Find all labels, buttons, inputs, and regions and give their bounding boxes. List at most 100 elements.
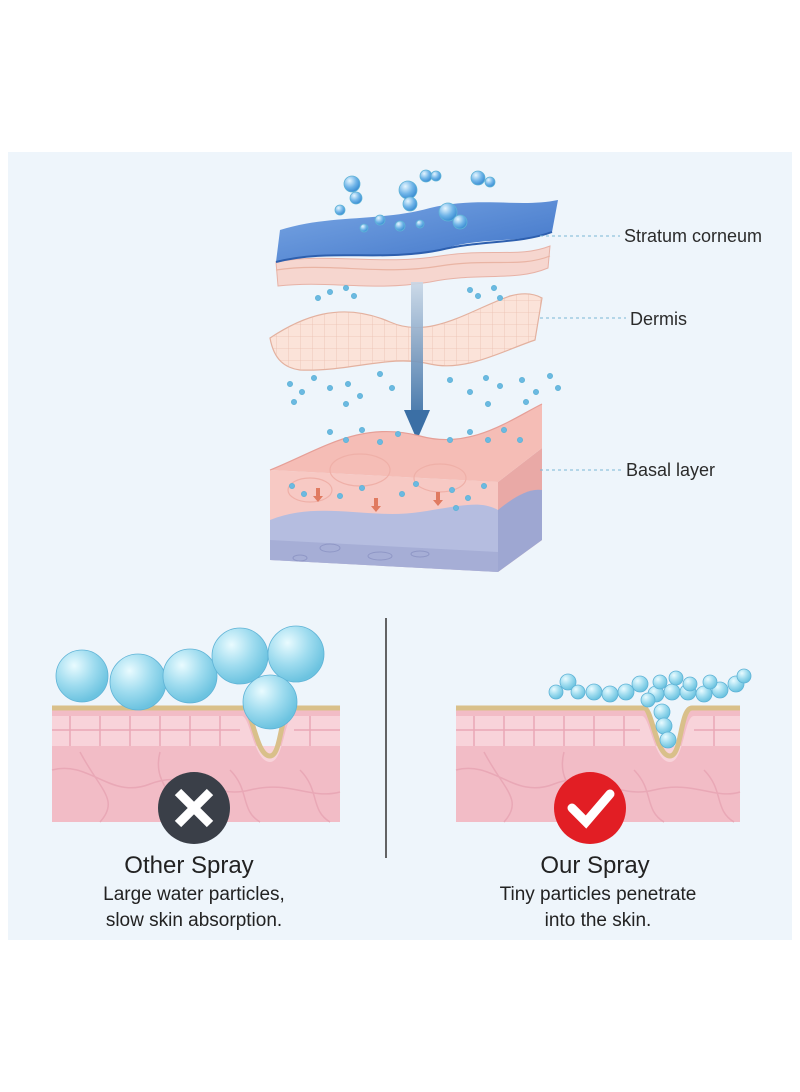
droplet	[523, 398, 530, 405]
droplet	[326, 288, 333, 295]
droplet	[288, 482, 295, 489]
penetration-arrow	[404, 282, 430, 440]
large-particle	[109, 653, 167, 711]
droplet	[376, 370, 383, 377]
droplet	[490, 284, 497, 291]
tiny-particle	[659, 731, 677, 749]
droplet	[314, 294, 321, 301]
droplet	[356, 392, 363, 399]
droplet	[547, 372, 554, 379]
stratum-corneum-layer	[275, 200, 558, 287]
droplet	[470, 170, 486, 186]
tiny-particle	[601, 685, 619, 703]
x-mark-icon	[158, 772, 230, 844]
droplet	[446, 376, 453, 383]
droplet	[496, 382, 503, 389]
droplet	[519, 376, 526, 383]
our-spray-skin	[455, 705, 741, 823]
droplet	[398, 180, 418, 200]
droplet	[342, 400, 349, 407]
tiny-particle	[585, 683, 603, 701]
droplet	[286, 380, 293, 387]
droplet	[412, 480, 419, 487]
tiny-particle	[653, 703, 671, 721]
label-stratum-corneum: Stratum corneum	[624, 226, 763, 246]
droplet	[310, 374, 317, 381]
tiny-particle	[570, 684, 586, 700]
droplet	[376, 438, 383, 445]
droplet	[415, 219, 425, 229]
droplet	[430, 170, 442, 182]
droplet	[452, 214, 468, 230]
tiny-particle	[559, 673, 577, 691]
droplet	[359, 223, 369, 233]
droplet	[555, 384, 562, 391]
droplet	[452, 504, 459, 511]
droplet	[343, 175, 361, 193]
droplet	[484, 436, 491, 443]
droplet	[336, 492, 343, 499]
droplet	[448, 486, 455, 493]
tiny-particle	[655, 717, 673, 735]
droplet	[466, 286, 473, 293]
large-particle	[267, 625, 325, 683]
label-basal-layer: Basal layer	[626, 460, 716, 480]
label-dermis: Dermis	[630, 309, 687, 329]
label-leaders	[540, 235, 626, 471]
droplet	[533, 388, 540, 395]
large-particle	[55, 649, 109, 703]
droplet	[394, 430, 401, 437]
droplet	[326, 428, 333, 435]
droplet	[290, 398, 297, 405]
tiny-particle	[736, 668, 752, 684]
tiny-particle	[548, 684, 564, 700]
droplet	[342, 436, 349, 443]
tiny-water-particles	[548, 668, 752, 749]
our-spray-desc-line2: into the skin.	[544, 910, 652, 931]
tiny-particle	[663, 683, 681, 701]
droplet	[394, 220, 406, 232]
other-spray-title: Other Spray	[124, 852, 254, 879]
droplet	[298, 388, 305, 395]
tiny-particle	[631, 675, 649, 693]
droplet	[480, 482, 487, 489]
water-droplets	[286, 169, 562, 511]
droplet	[419, 169, 433, 183]
large-particle	[211, 627, 269, 685]
droplet	[482, 374, 489, 381]
large-particle	[162, 648, 218, 704]
droplet	[466, 388, 473, 395]
droplet	[474, 292, 481, 299]
droplet	[349, 191, 363, 205]
droplet	[464, 494, 471, 501]
droplet	[344, 380, 351, 387]
droplet	[334, 204, 346, 216]
droplet	[500, 426, 507, 433]
droplet	[326, 384, 333, 391]
other-spray-desc-line2: slow skin absorption.	[105, 910, 283, 931]
droplet	[484, 400, 491, 407]
dermis-layer	[269, 293, 543, 371]
check-mark-icon	[554, 772, 626, 844]
tiny-particle	[617, 683, 635, 701]
droplet	[466, 428, 473, 435]
our-spray-desc-line1: Tiny particles penetrate	[499, 884, 697, 905]
droplet	[484, 176, 496, 188]
tiny-particle	[640, 692, 656, 708]
droplet	[342, 284, 349, 291]
basal-layer-block	[269, 403, 543, 572]
droplet	[350, 292, 357, 299]
tiny-particle	[702, 674, 718, 690]
droplet	[374, 214, 386, 226]
tiny-particle	[652, 674, 668, 690]
droplet	[438, 202, 458, 222]
droplet	[496, 294, 503, 301]
droplet	[517, 436, 524, 443]
our-spray-title: Our Spray	[540, 852, 650, 879]
droplet	[358, 426, 365, 433]
droplet	[388, 384, 395, 391]
tiny-particle	[668, 670, 684, 686]
large-particle	[242, 674, 298, 730]
large-water-particles	[55, 625, 325, 730]
